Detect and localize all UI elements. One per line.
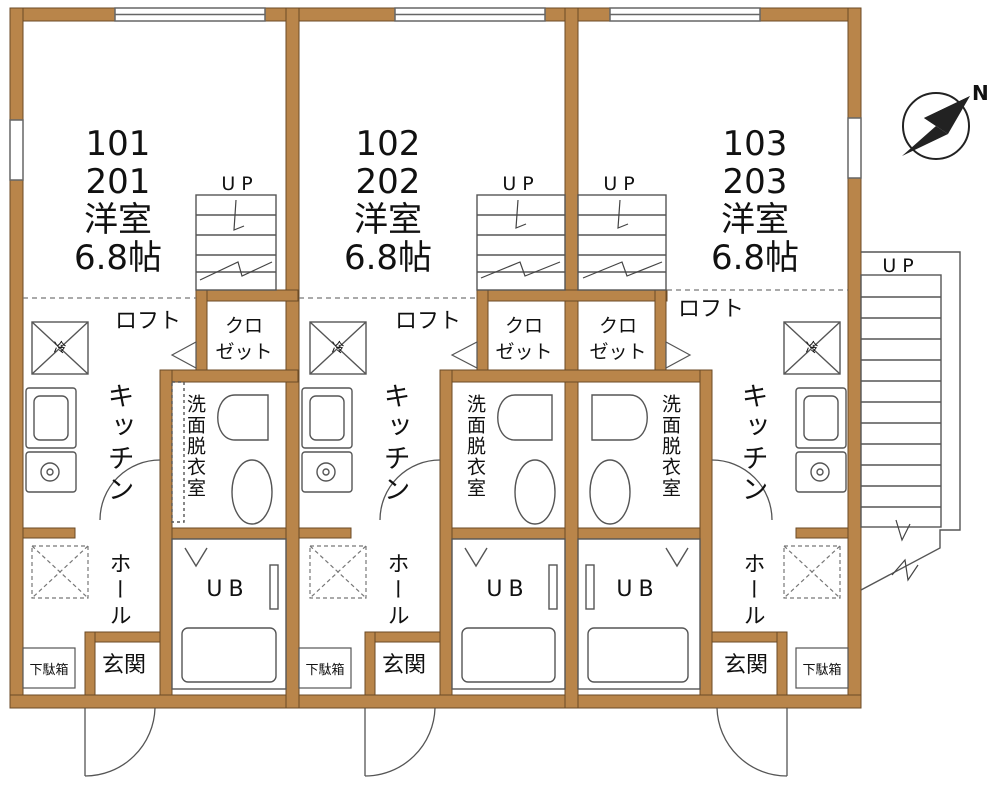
loft-boundaries xyxy=(23,289,848,299)
room-number-201: 201 xyxy=(86,162,151,202)
windows xyxy=(9,7,862,181)
shoe-box-label: 下駄箱 xyxy=(305,662,344,678)
room-size-label: 6.8帖 xyxy=(74,238,162,278)
kitchen-label: キッチン xyxy=(379,382,410,506)
entrance-label: 玄関 xyxy=(382,653,426,678)
washbasin-icon xyxy=(589,459,631,525)
room-type-label: 洋室 xyxy=(354,200,422,240)
entrance-label: 玄関 xyxy=(724,653,768,678)
unit-bath-label: UB xyxy=(206,577,249,602)
room-number-103: 103 xyxy=(723,124,788,164)
closet-label: ゼット xyxy=(495,341,552,363)
unit-bath-label: UB xyxy=(616,577,659,602)
washbasin-icon xyxy=(231,459,273,525)
loft-label: ロフト xyxy=(395,309,461,334)
washroom-fixtures xyxy=(171,381,648,525)
washroom-label: 洗面脱衣室 xyxy=(184,394,206,499)
hall-label: ホール xyxy=(384,552,409,630)
shoe-box-label: 下駄箱 xyxy=(802,662,841,678)
stair-unit-2 xyxy=(476,194,566,291)
washbasin-icon xyxy=(514,459,556,525)
room-type-label: 洋室 xyxy=(84,200,152,240)
loft-label: ロフト xyxy=(678,297,744,322)
exterior-stair-up-label: UP xyxy=(882,255,919,277)
kitchen-label: キッチン xyxy=(103,382,134,506)
closet-arrows xyxy=(170,340,692,370)
fridge-label: 冷 xyxy=(53,341,66,356)
closet-label: クロ xyxy=(505,315,543,337)
closet-label: クロ xyxy=(225,315,263,337)
compass-icon: N xyxy=(902,81,989,160)
unit-baths xyxy=(171,538,701,690)
walls xyxy=(9,7,862,709)
compass-north-label: N xyxy=(972,81,989,105)
stair-up-label: UP xyxy=(603,173,640,195)
unit-bath-label: UB xyxy=(486,577,529,602)
closet-label: ゼット xyxy=(589,341,646,363)
room-size-label: 6.8帖 xyxy=(344,238,432,278)
interior-stairs xyxy=(195,194,667,291)
halls xyxy=(31,545,841,599)
closet-label: ゼット xyxy=(215,341,272,363)
toilet-icon xyxy=(217,394,269,441)
exterior-stair-break xyxy=(891,519,919,582)
shoe-box-label: 下駄箱 xyxy=(29,662,68,678)
kitchen-fixtures xyxy=(25,321,847,493)
room-number-202: 202 xyxy=(356,162,421,202)
shoe-boxes xyxy=(22,647,849,689)
stair-unit-1 xyxy=(195,194,277,291)
room-size-label: 6.8帖 xyxy=(711,238,799,278)
exterior-stair xyxy=(860,251,961,591)
doors xyxy=(84,459,788,777)
room-number-102: 102 xyxy=(356,124,421,164)
washroom-label: 洗面脱衣室 xyxy=(464,394,486,499)
kitchen-label: キッチン xyxy=(737,382,768,506)
hall-label: ホール xyxy=(106,552,131,630)
room-type-label: 洋室 xyxy=(721,200,789,240)
fridge-label: 冷 xyxy=(331,341,344,356)
toilet-icon xyxy=(497,394,553,441)
stair-up-label: UP xyxy=(502,173,539,195)
stair-break-lines xyxy=(199,199,663,281)
toilet-icon xyxy=(591,394,648,441)
washroom-label: 洗面脱衣室 xyxy=(659,394,681,499)
room-number-203: 203 xyxy=(723,162,788,202)
closet-label: クロ xyxy=(599,315,637,337)
hall-label: ホール xyxy=(740,552,765,630)
entrance-label: 玄関 xyxy=(102,653,146,678)
room-number-101: 101 xyxy=(86,124,151,164)
stair-up-label: UP xyxy=(221,173,258,195)
stair-unit-3 xyxy=(577,194,667,291)
fridge-label: 冷 xyxy=(805,341,818,356)
loft-label: ロフト xyxy=(115,309,181,334)
